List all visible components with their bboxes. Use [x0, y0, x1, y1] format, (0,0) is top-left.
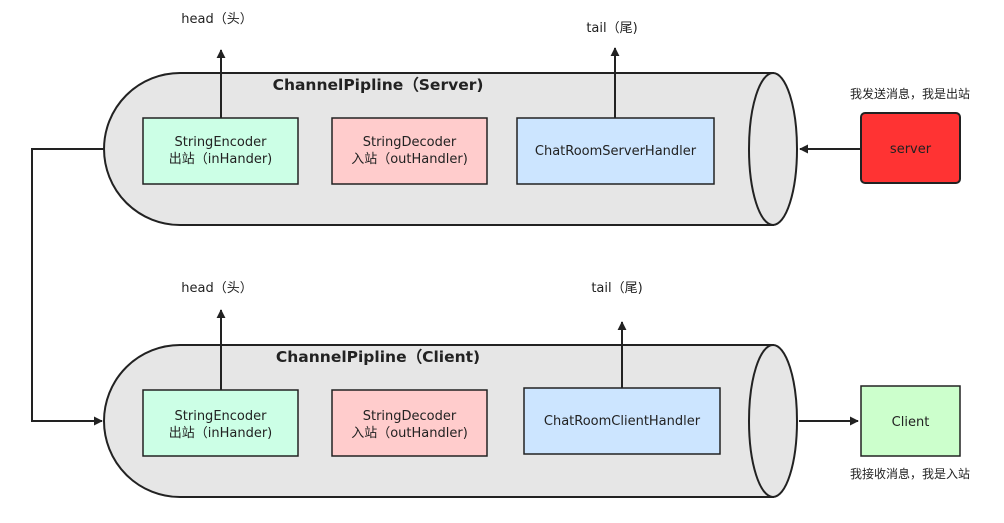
server-to-client-connector [31, 148, 105, 426]
server-decoder-box [331, 117, 488, 185]
server-node-label: server [890, 142, 932, 157]
client-encoder-sublabel: 出站（inHander) [169, 426, 273, 441]
server-pipeline: ChannelPipline（Server) StringEncoder 出站（… [103, 12, 798, 226]
server-decoder-label: StringDecoder [363, 135, 457, 150]
server-head-label: head（头） [181, 12, 252, 27]
client-pipeline-title: ChannelPipline（Client) [276, 348, 480, 366]
client-decoder-box [331, 389, 488, 457]
server-encoder-box [142, 117, 299, 185]
server-node: server 我发送消息，我是出站 [799, 86, 970, 184]
client-decoder-label: StringDecoder [363, 409, 457, 424]
client-node-note: 我接收消息，我是入站 [850, 466, 970, 481]
client-handler-box [523, 387, 721, 455]
server-handler-box [516, 117, 715, 185]
server-decoder-sublabel: 入站（outHandler) [351, 152, 468, 167]
client-pipe-end [748, 344, 798, 498]
client-tail-label: tail（尾) [591, 281, 642, 296]
server-handler-label: ChatRoomServerHandler [535, 144, 697, 159]
client-node: Client 我接收消息，我是入站 [799, 385, 970, 481]
client-encoder-box [142, 389, 299, 457]
server-pipe-end [748, 72, 798, 226]
client-decoder-sublabel: 入站（outHandler) [351, 426, 468, 441]
server-encoder-sublabel: 出站（inHander) [169, 152, 273, 167]
server-encoder-label: StringEncoder [175, 135, 268, 150]
server-tail-label: tail（尾) [586, 21, 637, 36]
client-handler-label: ChatRoomClientHandler [544, 414, 701, 429]
server-node-note: 我发送消息，我是出站 [850, 86, 970, 101]
client-node-label: Client [892, 415, 930, 430]
client-encoder-label: StringEncoder [175, 409, 268, 424]
client-pipeline: ChannelPipline（Client) StringEncoder 出站（… [103, 281, 798, 498]
server-pipeline-title: ChannelPipline（Server) [273, 76, 484, 94]
client-node-box [860, 385, 961, 457]
client-head-label: head（头） [181, 281, 252, 296]
